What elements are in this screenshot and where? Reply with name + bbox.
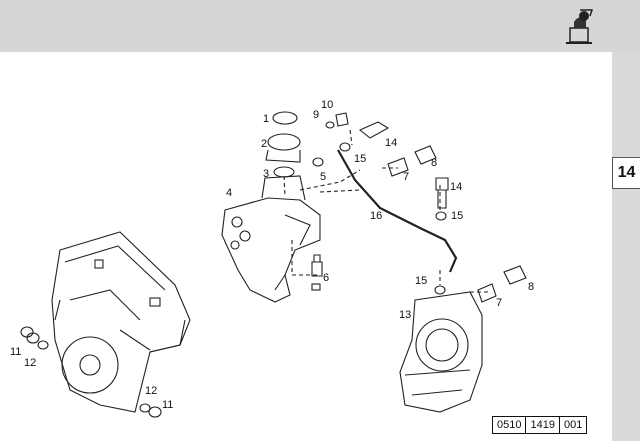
plug-10 [335,112,349,127]
oil-pump-housing [221,175,321,303]
callout-8a: 8 [431,157,437,169]
reference-part-1: 0510 [497,419,522,431]
section-tab[interactable]: 14 [612,157,640,189]
callout-9: 9 [313,109,319,121]
reference-part-3: 001 [558,417,586,433]
callout-16: 16 [370,210,382,222]
valve-6 [311,254,323,291]
fitting-8b [503,265,527,285]
washer-15b [339,142,351,152]
engine-block [51,231,191,413]
oil-can-icon [566,9,594,44]
o-ring-3 [273,166,295,178]
fitting-7b [477,283,497,303]
callout-2: 2 [261,138,267,150]
callout-11a: 11 [10,346,21,358]
callout-1: 1 [263,113,269,125]
callout-11b: 11 [162,399,173,411]
flange-2 [265,133,301,163]
washer-15c [435,211,447,221]
side-band [612,52,640,441]
callout-5: 5 [320,171,326,183]
callout-13: 13 [399,309,411,321]
banjo-bolt-14b [435,177,449,209]
reference-number: 0510 1419 001 [492,416,588,434]
callout-14a: 14 [385,137,397,149]
seal-9 [325,121,335,129]
callout-6: 6 [323,272,329,284]
fitting-7a [387,157,409,177]
callout-12b: 12 [145,385,157,397]
seal-11-12-left [20,326,49,350]
callout-10: 10 [321,99,333,111]
callout-15c: 15 [415,275,427,287]
washer-15d [434,285,446,295]
pump-13 [399,291,483,413]
seal-11-12-bottom [139,403,162,418]
callout-3: 3 [263,168,269,180]
header-band [0,0,640,52]
callout-8b: 8 [528,281,534,293]
banjo-bolt-14a [358,121,390,139]
callout-7a: 7 [403,171,409,183]
callout-15a: 15 [354,153,366,165]
fitting-8a [414,145,437,165]
reference-part-2: 1419 [525,417,558,433]
washer-15a [312,157,324,167]
oil-pipe-16 [337,149,458,273]
callout-14b: 14 [450,181,462,193]
callout-4: 4 [226,187,232,199]
exploded-parts-drawing: 1 2 3 4 5 6 7 7 8 8 9 10 11 11 12 12 13 … [10,99,534,418]
callout-15b: 15 [451,210,463,222]
o-ring-1 [272,111,298,125]
callout-7b: 7 [496,297,502,309]
callout-12a: 12 [24,357,36,369]
